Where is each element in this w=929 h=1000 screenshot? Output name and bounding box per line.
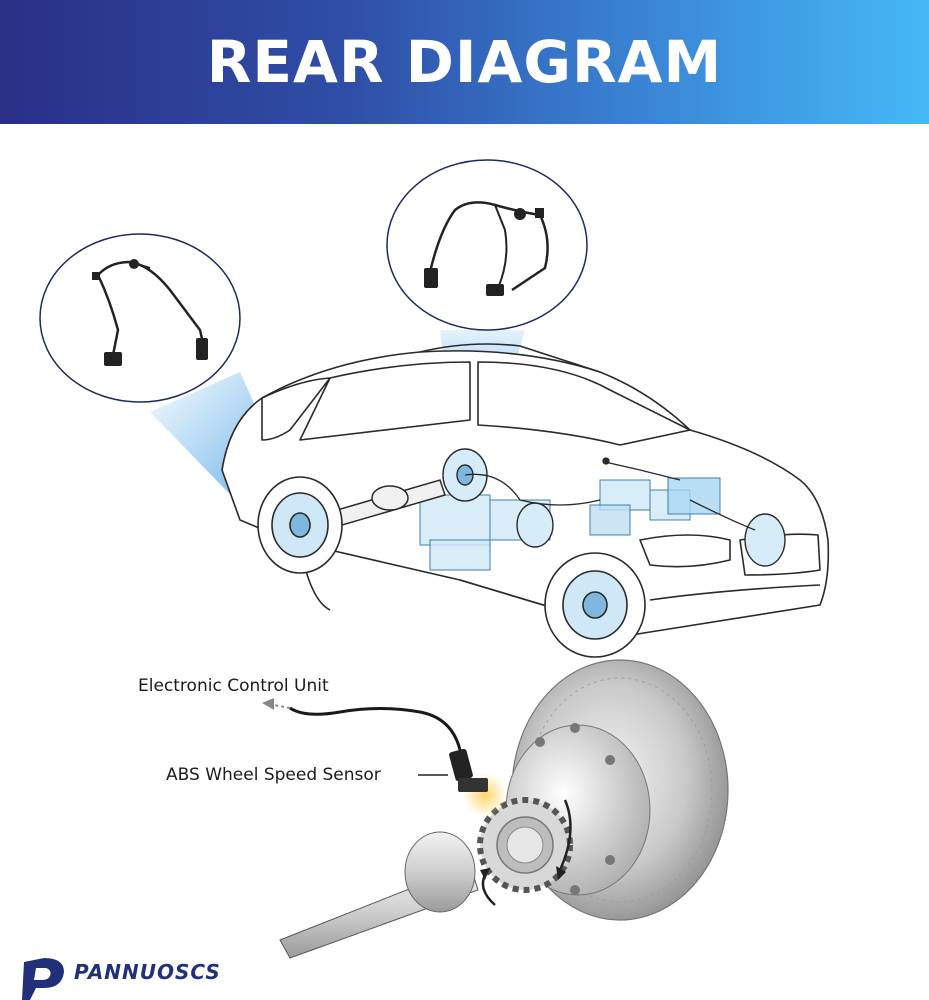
brand-name: PANNUOSCS xyxy=(74,960,221,984)
diagram-illustration xyxy=(22,159,830,1000)
car-wiring xyxy=(464,457,756,531)
engine-bay-components xyxy=(419,477,721,571)
ecu-label: Electronic Control Unit xyxy=(138,676,329,696)
brand-logo-icon xyxy=(22,958,64,1000)
car-outline xyxy=(221,343,830,641)
brand-logo-spacer xyxy=(22,952,66,992)
header-banner: REAR DIAGRAM xyxy=(0,0,929,124)
sensor-label: ABS Wheel Speed Sensor xyxy=(166,765,381,785)
sensor-callout-left xyxy=(39,233,241,403)
car-wheel-front xyxy=(544,552,646,658)
sensor-cable xyxy=(289,706,462,751)
page-title: REAR DIAGRAM xyxy=(206,28,723,96)
sensor-callout-right xyxy=(386,159,588,331)
brand-logo: PANNUOSCS xyxy=(22,952,221,992)
car-wheel-rear xyxy=(257,476,343,574)
brake-assembly-closeup xyxy=(262,659,729,959)
